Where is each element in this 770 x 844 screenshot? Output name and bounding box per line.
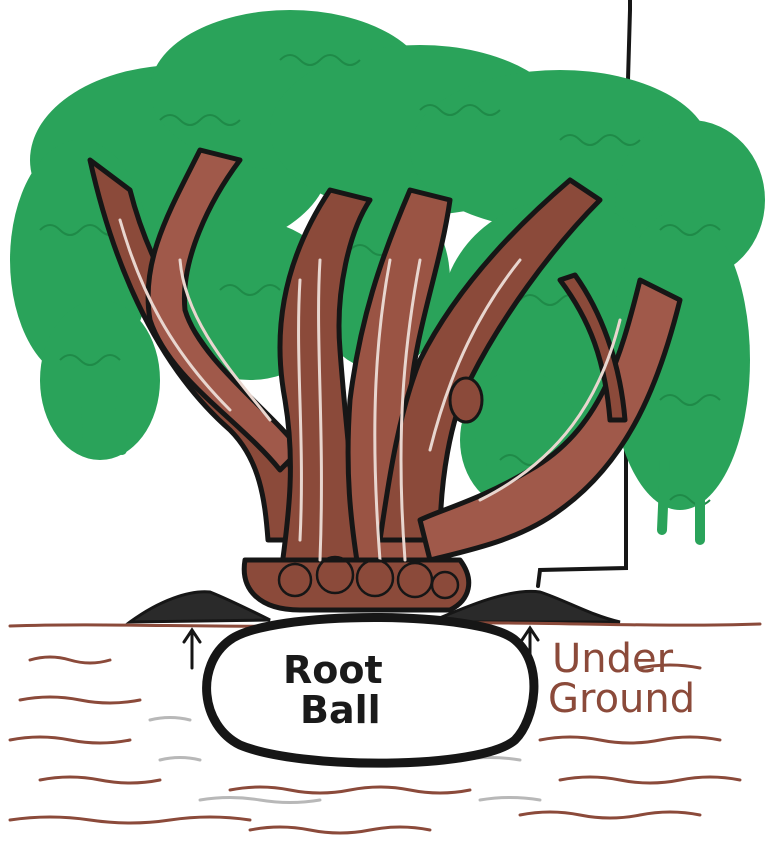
root-ball-label-line1: Root	[283, 648, 383, 692]
root-ball-label-line2: Ball	[300, 688, 381, 732]
soil-mound-left	[130, 592, 270, 622]
arrow-left	[184, 630, 200, 668]
under-ground-label-line2: Ground	[548, 676, 695, 722]
trunk-knot	[450, 378, 482, 422]
